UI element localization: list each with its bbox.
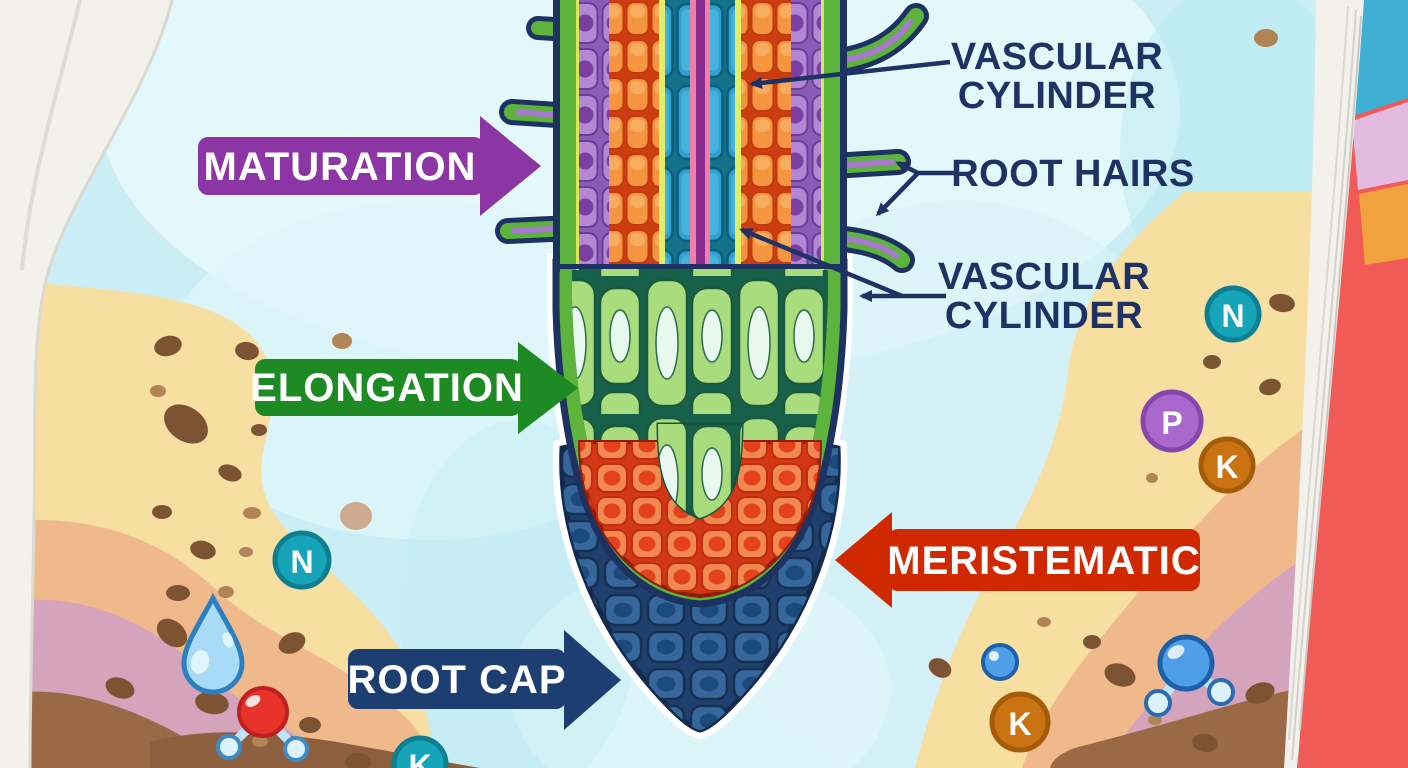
leader-lines [739,59,956,302]
meristematic-label: MERISTEMATIC [887,539,1200,583]
water-molecule-blue-icon [1144,634,1235,717]
elongation-label-box [255,359,521,416]
cortex-cells [609,0,791,268]
svg-text:N: N [1221,298,1244,334]
oxygen-bubble-icon [981,643,1019,681]
elongation-label: ELONGATION [250,366,524,410]
vascular-cylinder-top-line2: CYLINDER [958,75,1156,117]
root-cap-label: ROOT CAP [347,658,566,702]
right-soil-pebbles [928,29,1321,753]
left-soil [25,282,480,768]
central-pith [690,0,710,268]
nutrient-badge-k-right-bottom: K [989,691,1051,753]
meristematic-arrow [835,512,892,608]
root-illustration [495,0,929,740]
root-cap-zone-label: ROOT CAP [347,630,621,730]
nutrient-badge-n-right: N [1204,285,1262,343]
endodermis-strip-right [735,0,741,268]
meristematic-zone-label: MERISTEMATIC [835,512,1200,608]
elongation-arrow [518,342,578,434]
nutrient-badge-k-left: K [391,735,449,768]
meristematic-label-box [888,529,1200,591]
vascular-cylinder-mid-line1: VASCULAR [938,256,1150,298]
nutrient-badge-n-left: N [272,530,332,590]
annotation-texts: VASCULAR CYLINDER ROOT HAIRS VASCULAR CY… [938,36,1195,337]
page-tab-pink [1352,102,1408,190]
epidermis-cells [579,0,821,268]
maturation-arrow [480,116,541,216]
page-edge-right [1284,0,1364,768]
root-cap-label-box [348,649,566,709]
vascular-mid-leader-diagonal [739,227,903,299]
page-tab-orange [1359,184,1408,265]
water-droplet-icon [181,592,245,695]
svg-text:K: K [408,748,431,768]
maturation-label: MATURATION [204,145,477,189]
svg-text:P: P [1161,405,1182,441]
svg-text:K: K [1008,706,1031,742]
svg-text:N: N [290,544,313,580]
nutrient-badge-p-right: P [1140,389,1204,453]
root-hairs-leader-lower [875,171,920,217]
maturation-label-box [198,137,484,195]
maturation-zone-label: MATURATION [198,116,541,216]
root-cap-arrow [564,630,621,730]
vascular-cylinder-top-line1: VASCULAR [951,36,1163,78]
vascular-cylinder-mid-line2: CYLINDER [945,295,1143,337]
water-molecule-red-icon [216,686,309,762]
root-hairs-leader-upper [895,160,920,176]
elongation-zone-label: ELONGATION [250,342,578,434]
zone-divider-line [553,264,847,269]
maturation-zone [553,0,847,272]
endodermis-strip-left [659,0,665,268]
svg-text:K: K [1215,449,1238,485]
left-soil-pebbles [105,333,372,768]
nutrient-badge-k-right: K [1198,436,1256,494]
xylem-cells [665,0,735,268]
page-edge-left [0,0,174,768]
meristematic-zone [577,422,823,599]
vascular-top-leader [749,59,951,89]
root-hairs-label: ROOT HAIRS [951,153,1195,195]
